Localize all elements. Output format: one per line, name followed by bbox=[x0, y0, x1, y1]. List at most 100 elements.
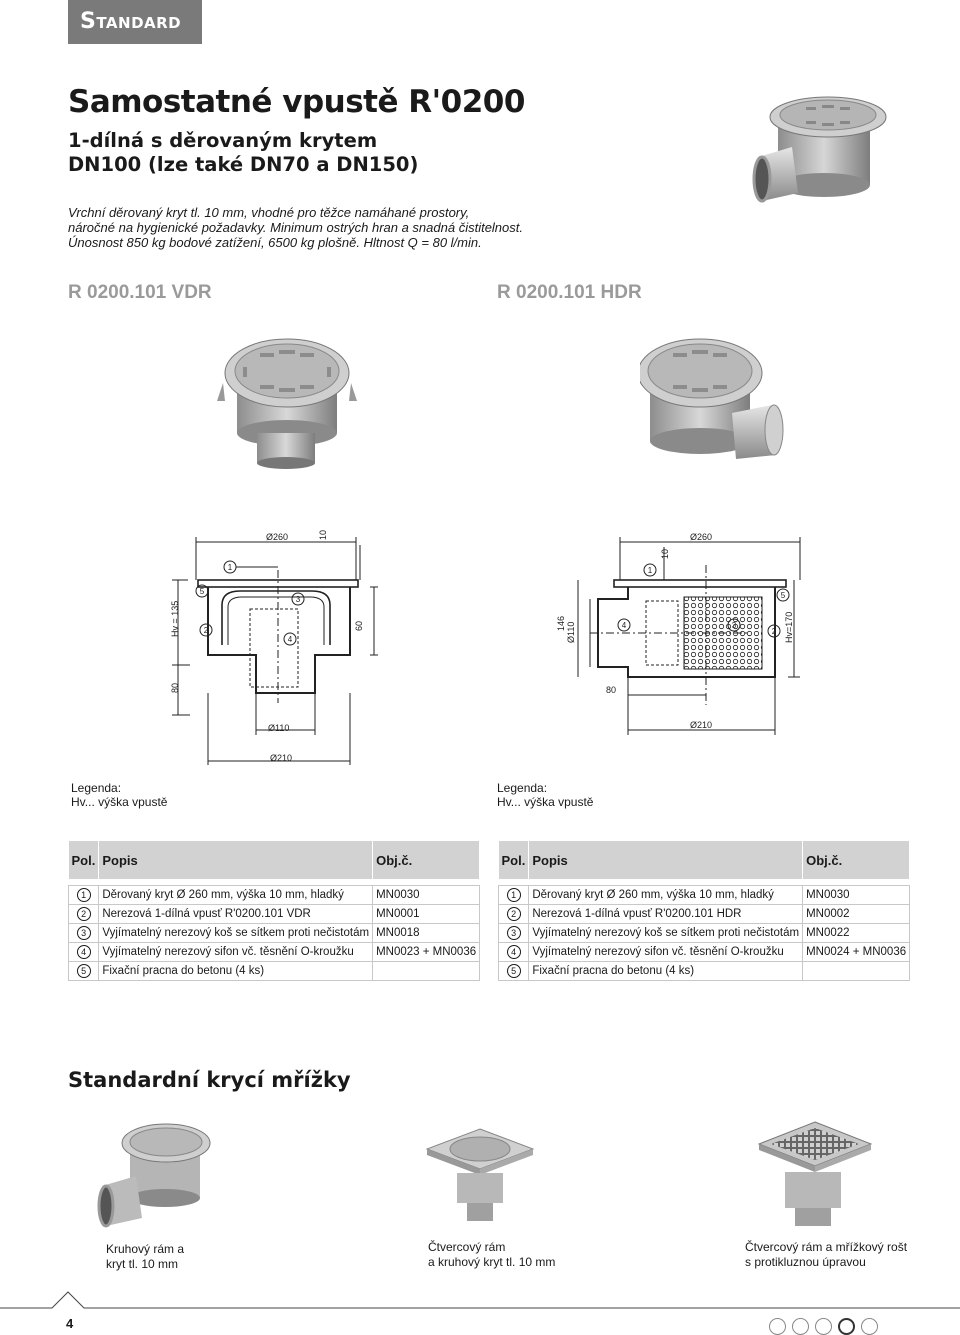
dim-label: Ø110 bbox=[566, 622, 576, 643]
variant-title-vdr: R 0200.101 VDR bbox=[68, 282, 212, 303]
position-number: 3 bbox=[76, 926, 91, 940]
cell-description: Děrovaný kryt Ø 260 mm, výška 10 mm, hla… bbox=[528, 885, 804, 905]
caption-line: s protikluznou úpravou bbox=[745, 1255, 866, 1269]
legend-text: Hv... výška vpustě bbox=[497, 795, 594, 809]
page-number: 4 bbox=[66, 1316, 74, 1331]
svg-text:2: 2 bbox=[204, 626, 209, 635]
caption-line: kryt tl. 10 mm bbox=[106, 1257, 179, 1271]
cell-code: MN0018 bbox=[372, 923, 481, 943]
position-number: 4 bbox=[506, 945, 521, 959]
svg-text:5: 5 bbox=[200, 587, 205, 596]
cell-code: MN0024 + MN0036 bbox=[802, 942, 911, 962]
subtitle-line: 1-dílná s děrovaným krytem bbox=[68, 129, 378, 152]
position-number: 5 bbox=[506, 964, 521, 978]
cover-caption: Čtvercový rám a kruhový kryt tl. 10 mm bbox=[428, 1240, 555, 1270]
cover-image-round bbox=[97, 1123, 211, 1228]
dim-label: Hv = 135 bbox=[170, 601, 180, 637]
cell-code: MN0002 bbox=[802, 904, 911, 924]
caption-line: a kruhový kryt tl. 10 mm bbox=[428, 1255, 556, 1269]
page-dot-active bbox=[838, 1318, 855, 1335]
table-header-row: Pol. Popis Obj.č. bbox=[498, 841, 911, 879]
dim-label: 60 bbox=[354, 621, 364, 631]
col-header: Pol. bbox=[68, 841, 100, 879]
svg-text:1: 1 bbox=[228, 563, 233, 572]
section-title-covers: Standardní krycí mřížky bbox=[68, 1068, 351, 1092]
position-number: 5 bbox=[76, 964, 91, 978]
table-row: 1 Děrovaný kryt Ø 260 mm, výška 10 mm, hl… bbox=[497, 885, 911, 905]
col-header: Obj.č. bbox=[802, 841, 911, 879]
col-header: Pol. bbox=[498, 841, 530, 879]
dim-label: Ø260 bbox=[266, 532, 288, 542]
cell-description: Nerezová 1-dílná vpusť R'0200.101 HDR bbox=[528, 904, 804, 924]
cell-description: Vyjímatelný nerezový sifon vč. těsnění O… bbox=[528, 942, 804, 962]
caption-line: Čtvercový rám a mřížkový rošt bbox=[745, 1240, 908, 1254]
col-header: Popis bbox=[528, 841, 804, 879]
cell-code: MN0030 bbox=[372, 885, 481, 905]
cell-description: Vyjímatelný nerezový sifon vč. těsnění O… bbox=[98, 942, 374, 962]
col-header: Obj.č. bbox=[372, 841, 481, 879]
legend-vdr: Legenda: Hv... výška vpustě bbox=[71, 781, 167, 809]
subtitle-line: DN100 (lze také DN70 a DN150) bbox=[68, 153, 419, 176]
page-dot bbox=[769, 1318, 786, 1335]
cell-description: Nerezová 1-dílná vpusť R'0200.101 VDR bbox=[98, 904, 374, 924]
position-number: 1 bbox=[506, 888, 521, 902]
description-line: Vrchní děrovaný kryt tl. 10 mm, vhodné p… bbox=[68, 205, 470, 220]
dim-label: Hv=170 bbox=[784, 612, 794, 643]
dim-label: Ø110 bbox=[268, 723, 289, 733]
dim-label: Ø210 bbox=[270, 753, 292, 763]
category-tab: Standard bbox=[68, 0, 202, 44]
col-header: Popis bbox=[98, 841, 374, 879]
legend-title: Legenda: bbox=[497, 781, 548, 795]
cell-code: MN0030 bbox=[802, 885, 911, 905]
footer-rule bbox=[0, 1291, 960, 1309]
dim-label: 10 bbox=[318, 530, 328, 540]
position-number: 1 bbox=[76, 888, 91, 902]
dim-label: 80 bbox=[170, 683, 180, 693]
product-image-vdr bbox=[217, 338, 357, 469]
page-dot bbox=[815, 1318, 832, 1335]
page-dot bbox=[861, 1318, 878, 1335]
product-image-hdr bbox=[640, 338, 784, 459]
cell-description: Fixační pracna do betonu (4 ks) bbox=[528, 961, 804, 981]
cover-image-grate bbox=[757, 1121, 873, 1226]
svg-text:2: 2 bbox=[772, 627, 777, 636]
cover-caption: Kruhový rám a kryt tl. 10 mm bbox=[106, 1242, 184, 1272]
page-indicator bbox=[769, 1318, 878, 1335]
cell-description: Děrovaný kryt Ø 260 mm, výška 10 mm, hla… bbox=[98, 885, 374, 905]
svg-text:3: 3 bbox=[732, 621, 737, 630]
legend-title: Legenda: bbox=[71, 781, 122, 795]
page-title: Samostatné vpustě R'0200 bbox=[68, 84, 525, 120]
page-subtitle: 1-dílná s děrovaným krytem DN100 (lze ta… bbox=[68, 129, 418, 177]
variant-title-hdr: R 0200.101 HDR bbox=[497, 282, 642, 303]
table-header-row: Pol. Popis Obj.č. bbox=[68, 841, 481, 879]
dim-label: 146 bbox=[556, 616, 566, 631]
svg-text:1: 1 bbox=[648, 566, 653, 575]
dim-label: 80 bbox=[606, 685, 616, 695]
cell-code: MN0023 + MN0036 bbox=[372, 942, 481, 962]
parts-table-vdr: Pol. Popis Obj.č. 1 Děrovaný kryt Ø 260 m… bbox=[67, 841, 481, 981]
position-number: 2 bbox=[76, 907, 91, 921]
table-row: 4 Vyjímatelný nerezový sifon vč. těsnění … bbox=[497, 942, 911, 962]
cover-caption: Čtvercový rám a mřížkový rošt s protiklu… bbox=[745, 1240, 907, 1270]
table-row: 1 Děrovaný kryt Ø 260 mm, výška 10 mm, hl… bbox=[67, 885, 481, 905]
cell-code bbox=[802, 961, 911, 981]
legend-text: Hv... výška vpustě bbox=[71, 795, 168, 809]
page-dot bbox=[792, 1318, 809, 1335]
svg-text:3: 3 bbox=[296, 595, 301, 604]
cell-code: MN0001 bbox=[372, 904, 481, 924]
cover-image-square bbox=[425, 1128, 535, 1221]
position-number: 2 bbox=[506, 907, 521, 921]
cell-code bbox=[372, 961, 481, 981]
caption-line: Kruhový rám a bbox=[106, 1242, 185, 1256]
description-line: Únosnost 850 kg bodové zatížení, 6500 kg… bbox=[68, 235, 482, 250]
svg-text:5: 5 bbox=[781, 591, 786, 600]
dim-label: Ø260 bbox=[690, 532, 712, 542]
position-number: 4 bbox=[76, 945, 91, 959]
